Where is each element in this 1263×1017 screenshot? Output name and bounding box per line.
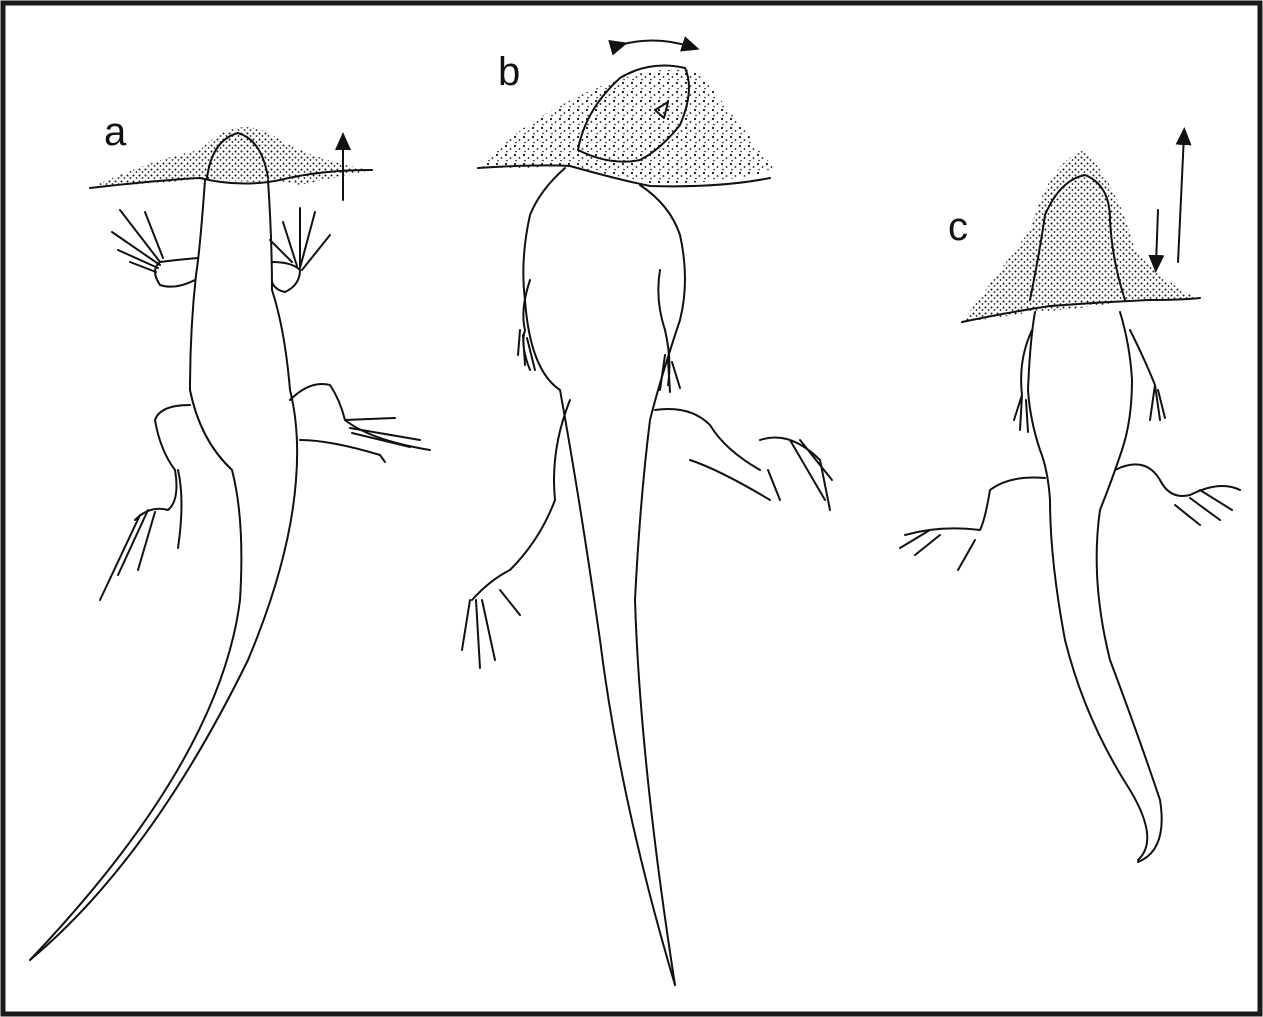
panel-b-drawing: [462, 40, 832, 985]
panel-label-b: b: [498, 52, 520, 92]
panel-label-a: a: [104, 112, 126, 152]
panel-label-c: c: [948, 207, 968, 247]
panel-a-drawing: [30, 127, 430, 960]
